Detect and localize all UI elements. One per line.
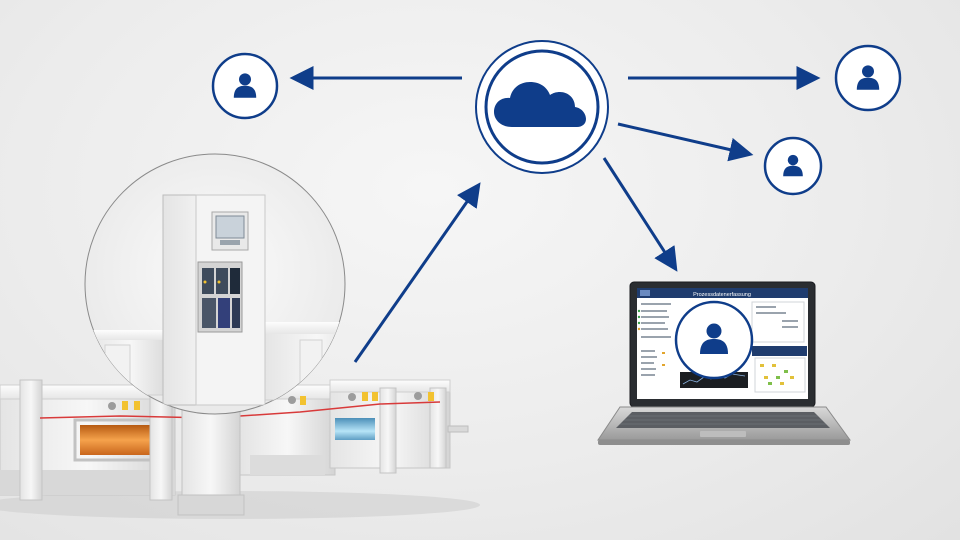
- magnified-detail: [84, 153, 346, 415]
- arrow-cloud-to-user-middle: [617, 122, 754, 162]
- screen-dark-chart: [680, 372, 748, 388]
- frame-pillar: [19, 379, 43, 501]
- hmi-screen: [215, 215, 245, 239]
- data-flow-arrows: [289, 66, 821, 363]
- cooling-chamber-glow: [335, 418, 375, 440]
- thermocouple-cable: [39, 401, 441, 419]
- cloud-icon: [494, 82, 586, 127]
- temperature-sensor: [108, 401, 140, 410]
- screen-title: Prozessdatenerfassung: [693, 292, 751, 298]
- screen-list: [641, 303, 671, 376]
- laptop-front-edge: [598, 440, 850, 445]
- user-node-left: [211, 52, 279, 120]
- arrow-furnace-to-cloud: [353, 182, 481, 363]
- laptop: Prozessdatenerfassung: [597, 281, 851, 445]
- screen-header-bar: [637, 288, 808, 298]
- status-dots: [637, 309, 665, 366]
- temperature-sensor: [348, 392, 378, 401]
- temperature-sensor: [288, 396, 306, 405]
- control-cabinet: [177, 399, 245, 516]
- user-node-right: [834, 44, 902, 112]
- arrow-cloud-to-laptop: [602, 157, 678, 272]
- screen-logo: [640, 290, 650, 296]
- temperature-sensor: [414, 392, 434, 401]
- furnace-glow-chamber: [80, 425, 160, 455]
- user-node-middle: [763, 136, 823, 196]
- laptop-trackpad: [700, 431, 746, 437]
- furnace-module-cooling: [329, 379, 469, 474]
- keyboard-keys: [620, 415, 826, 425]
- sensor-row: [108, 392, 434, 410]
- industrial-furnace: [0, 153, 480, 519]
- cloud-node: [475, 40, 609, 174]
- user-node-laptop: [674, 300, 754, 380]
- screen-calendar: [754, 357, 806, 393]
